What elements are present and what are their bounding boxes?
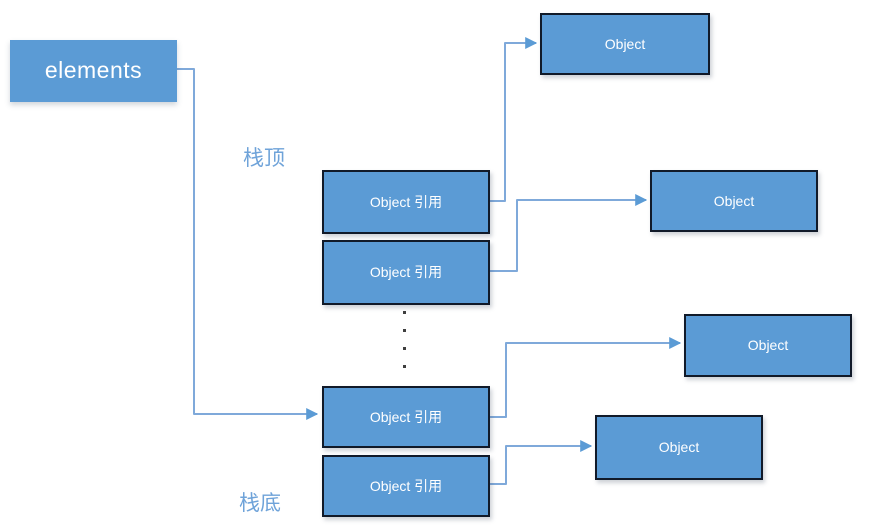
object-box-2: Object (650, 170, 818, 232)
object-box-1: Object (540, 13, 710, 75)
connector-ref1-to-object1 (490, 37, 538, 202)
ref-box-4: Object 引用 (322, 455, 490, 517)
ref-box-3: Object 引用 (322, 386, 490, 448)
connector-ref4-to-object4 (490, 440, 593, 485)
stack-top-label: 栈顶 (243, 147, 285, 170)
ref-box-2: Object 引用 (322, 240, 490, 305)
connector-ref2-to-object2 (490, 194, 648, 272)
object-box-3: Object (684, 314, 852, 377)
ref-box-1: Object 引用 (322, 170, 490, 234)
stack-bottom-label: 栈底 (239, 492, 281, 515)
elements-box: elements (10, 40, 177, 102)
vertical-ellipsis (403, 311, 406, 368)
connector-ref3-to-object3 (490, 337, 682, 418)
connector-elements-to-ref3 (177, 68, 319, 420)
object-box-4: Object (595, 415, 763, 480)
